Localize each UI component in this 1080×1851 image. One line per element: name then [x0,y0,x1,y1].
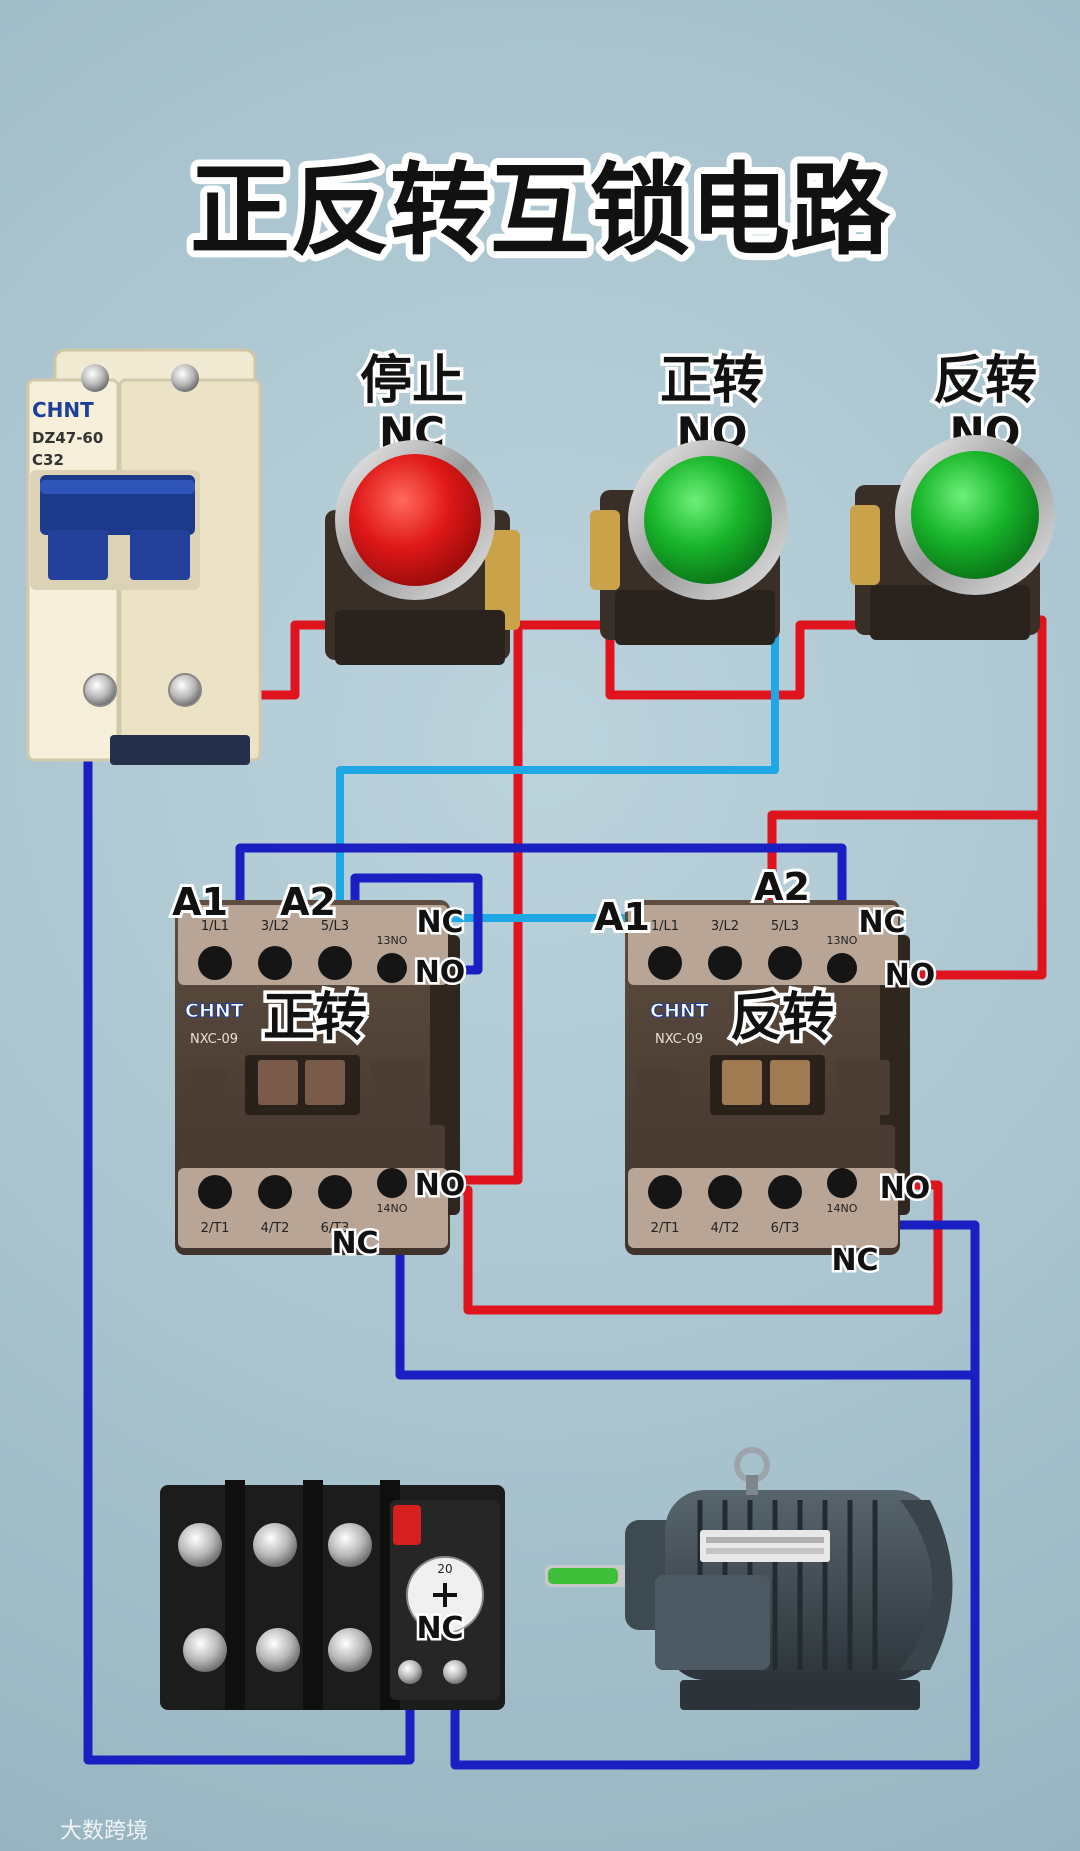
wire-blue-fwd-coil-loop [235,843,847,920]
contactor-reverse: 1/L1 3/L2 5/L3 13NO CHNT NXC-09 反转 2/T1 … [591,862,938,1281]
fwd-bottom-nc: NC [331,1226,378,1261]
stop-button-name: 停止 [360,351,464,411]
thermal-relay: 20 NC [160,1480,505,1710]
breaker-brand: CHNT [32,398,94,422]
rev-term-top-1: 1/L1 [651,919,679,934]
fwd-top-nc: NC [416,905,463,940]
fwd-term-top-3: 5/L3 [321,919,349,934]
wire-blue-fwd-nc-bottom [395,1230,980,1380]
contactor-forward: 1/L1 3/L2 5/L3 13NO CHNT NXC-09 正转 2/T1 … [169,877,468,1264]
fwd-term-bottom-3: 6/T3 [321,1221,350,1236]
reverse-button-group: 反转 NO [850,348,1055,640]
rev-coil-a2: A2 [754,865,810,909]
rev-top-no: NO [885,958,936,993]
fwd-term-bottom-1: 2/T1 [201,1221,230,1236]
fwd-term-top-4: 13NO [377,934,408,947]
fwd-contactor-name: 正转 [263,988,367,1048]
rev-term-bottom-4: 14NO [827,1202,858,1215]
rev-term-top-3: 5/L3 [771,919,799,934]
wire-blue-rev-nc-relay [450,1220,980,1770]
rev-contactor-name: 反转 [730,988,834,1048]
rev-bottom-no: NO [880,1171,931,1206]
relay-terminal-right [443,1660,467,1684]
fwd-bottom-no: NO [415,1168,466,1203]
rev-term-top-2: 3/L2 [711,919,739,934]
rev-top-nc: NC [858,905,905,940]
fwd-brand: CHNT [185,1000,244,1022]
fwd-term-top-2: 3/L2 [261,919,289,934]
fwd-model: NXC-09 [190,1032,238,1047]
fwd-top-no: NO [415,955,466,990]
breaker-terminal-left [83,673,117,707]
circuit-breaker: CHNT DZ47-60 C32 [26,348,262,765]
watermark: 大数跨境 [60,1819,148,1844]
forward-button-name: 正转 [660,351,764,411]
rev-coil-a1: A1 [594,895,650,939]
rev-term-bottom-3: 6/T3 [771,1221,800,1236]
relay-dial-value: 20 [437,1562,452,1576]
wire-blue-breaker-relay [83,690,415,1765]
fwd-term-top-1: 1/L1 [201,919,229,934]
breaker-model: DZ47-60 [32,429,103,447]
rev-term-bottom-1: 2/T1 [651,1221,680,1236]
fwd-coil-a1: A1 [172,880,228,924]
rev-brand: CHNT [650,1000,709,1022]
wire-red-stop-fwd [513,620,870,700]
reverse-button[interactable] [911,451,1039,579]
watermark-text: 大数跨境 [60,1819,148,1844]
rev-bottom-nc: NC [831,1243,878,1278]
wire-cyan-fwd-a2 [336,606,779,909]
forward-button-group: 正转 NO [590,348,788,645]
breaker-terminal-right [168,673,202,707]
breaker-rating: C32 [32,451,64,469]
fwd-term-bottom-2: 4/T2 [261,1221,290,1236]
page-title: 正反转互锁电路 [190,152,891,269]
fwd-term-bottom-4: 14NO [377,1202,408,1215]
stop-button-group: 停止 NC [325,348,520,665]
rev-term-bottom-2: 4/T2 [711,1221,740,1236]
relay-terminal-left [398,1660,422,1684]
title-group: 正反转互锁电路 [183,145,898,276]
stop-button[interactable] [349,454,481,586]
reverse-button-name: 反转 [933,351,1037,411]
motor [545,1447,953,1710]
rev-term-top-4: 13NO [827,934,858,947]
relay-contact: NC [416,1611,463,1646]
fwd-coil-a2: A2 [280,880,336,924]
wire-red-rev-a2 [767,810,1047,905]
rev-model: NXC-09 [655,1032,703,1047]
forward-button[interactable] [644,456,772,584]
wire-red-bottom-link [455,1180,943,1315]
